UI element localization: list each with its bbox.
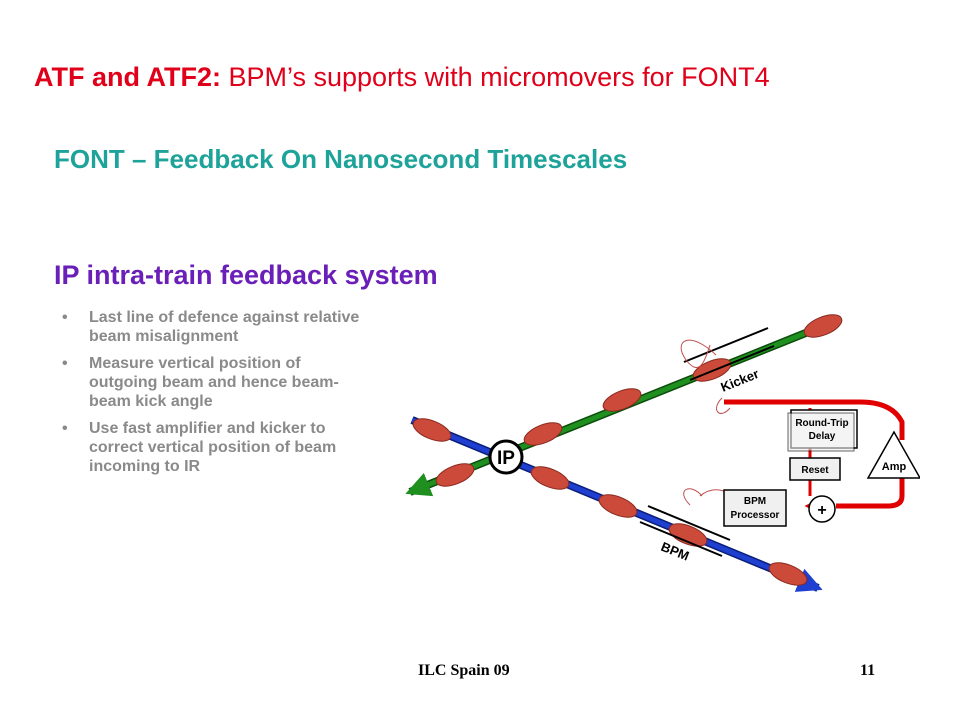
bullet-list: • Last line of defence against relative b… — [62, 308, 372, 484]
amp-label: Amp — [882, 461, 907, 473]
round-trip-delay-box: Round-Trip Delay — [787, 409, 858, 452]
bpm-processor-label-1: BPM — [744, 496, 766, 507]
bpm-processor-box: BPM Processor — [723, 489, 787, 527]
bullet-item: • Measure vertical position of outgoing b… — [62, 354, 372, 411]
reset-box: Reset — [789, 457, 841, 481]
summing-node: + — [808, 495, 836, 523]
ip-label: IP — [497, 448, 515, 469]
slide-title: ATF and ATF2: BPM’s supports with microm… — [34, 62, 770, 93]
bullet-dot-icon: • — [62, 309, 68, 326]
amp-triangle: Amp — [866, 430, 920, 479]
bullet-item: • Use fast amplifier and kicker to correc… — [62, 419, 372, 476]
feedback-diagram: IP Kicker BPM Round-Trip Delay R — [405, 314, 920, 592]
green-beam-bunches — [435, 314, 843, 487]
bullet-dot-icon: • — [62, 355, 68, 372]
bullet-item: • Last line of defence against relative b… — [62, 308, 372, 346]
reset-label: Reset — [801, 465, 829, 476]
footer-page-number: 11 — [860, 662, 876, 679]
round-trip-label-1: Round-Trip — [795, 418, 848, 429]
slide-subtitle: FONT – Feedback On Nanosecond Timescales — [54, 144, 628, 174]
footer-event: ILC Spain 09 — [418, 662, 510, 679]
bullet-dot-icon: • — [62, 420, 68, 437]
blue-beam-bunches — [412, 418, 808, 586]
round-trip-label-2: Delay — [809, 431, 836, 442]
ip-marker: IP — [488, 439, 524, 475]
slide-title-rest: BPM’s supports with micromovers for FONT… — [220, 62, 770, 92]
slide-title-bold: ATF and ATF2: — [34, 62, 221, 92]
bullet-text: Measure vertical position of outgoing be… — [89, 355, 339, 410]
bullet-text: Use fast amplifier and kicker to correct… — [89, 420, 337, 475]
section-heading: IP intra-train feedback system — [54, 260, 438, 290]
bpm-processor-label-2: Processor — [731, 510, 780, 521]
bullet-text: Last line of defence against relative be… — [89, 309, 360, 345]
plus-label: + — [817, 502, 826, 519]
